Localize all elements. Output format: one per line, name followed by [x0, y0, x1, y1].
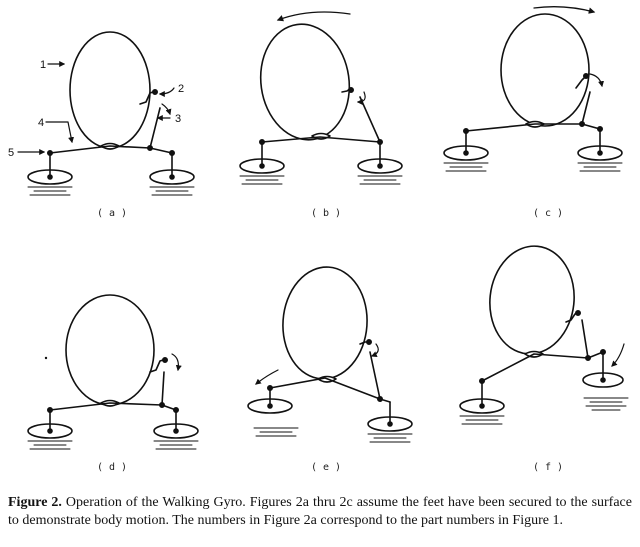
- gyro-body: [69, 31, 151, 149]
- panel-d: [27, 294, 199, 450]
- gyro-body: [259, 23, 351, 141]
- crossbar: [49, 145, 173, 154]
- panel-label-c: ( c ): [533, 208, 563, 219]
- left-foot: [459, 398, 505, 414]
- right-foot: [582, 372, 624, 388]
- gyro-body: [500, 13, 590, 127]
- crossbar: [465, 123, 601, 132]
- right-foot: [367, 416, 413, 432]
- panel-e: [247, 266, 413, 443]
- panel-f: [459, 245, 629, 425]
- part-number-2: 2: [178, 83, 184, 95]
- left-foot: [27, 423, 73, 439]
- right-foot: [153, 423, 199, 439]
- leg-rod: [359, 96, 381, 143]
- right-foot: [149, 169, 195, 185]
- panel-c: [443, 6, 623, 172]
- panel-b: [239, 11, 403, 185]
- panel-a: [17, 31, 195, 196]
- gyro-body: [282, 266, 368, 380]
- left-foot: [443, 145, 489, 161]
- leg-rod: [369, 351, 381, 400]
- caption-text: Operation of the Walking Gyro. Figures 2…: [8, 495, 632, 528]
- part-number-5: 5: [8, 147, 14, 159]
- leg-rod: [581, 319, 589, 359]
- leg-rod: [161, 371, 165, 406]
- panel-label-b: ( b ): [311, 208, 341, 219]
- gyro-body: [489, 245, 575, 355]
- crossbar: [269, 377, 391, 403]
- part-number-1: 1: [40, 59, 46, 71]
- panel-label-f: ( f ): [533, 462, 563, 473]
- leg-rod: [149, 107, 161, 149]
- part-number-3: 3: [175, 113, 181, 125]
- right-foot: [357, 158, 403, 174]
- crossbar: [49, 402, 177, 411]
- gyro-body: [65, 294, 155, 406]
- leg-rod: [581, 91, 591, 125]
- step-arrow: [611, 343, 625, 367]
- panel-label-e: ( e ): [311, 462, 341, 473]
- left-foot: [27, 169, 73, 185]
- figure-caption: Figure 2. Operation of the Walking Gyro.…: [8, 494, 632, 530]
- panel-label-d: ( d ): [97, 462, 127, 473]
- panel-label-a: ( a ): [97, 208, 127, 219]
- crossbar: [481, 351, 604, 382]
- right-foot: [577, 145, 623, 161]
- step-arrow: [255, 369, 279, 385]
- walking-gyro-figure: ( a ) ( b ) ( c ) ( d ) ( e ) ( f ) 1 2 …: [8, 6, 629, 473]
- left-foot: [239, 158, 285, 174]
- rotation-arrow: [533, 6, 596, 14]
- part-number-4: 4: [38, 117, 44, 129]
- caption-lead: Figure 2.: [8, 495, 62, 510]
- left-foot: [247, 398, 293, 414]
- rotation-arrow: [276, 11, 351, 22]
- crossbar: [261, 136, 381, 143]
